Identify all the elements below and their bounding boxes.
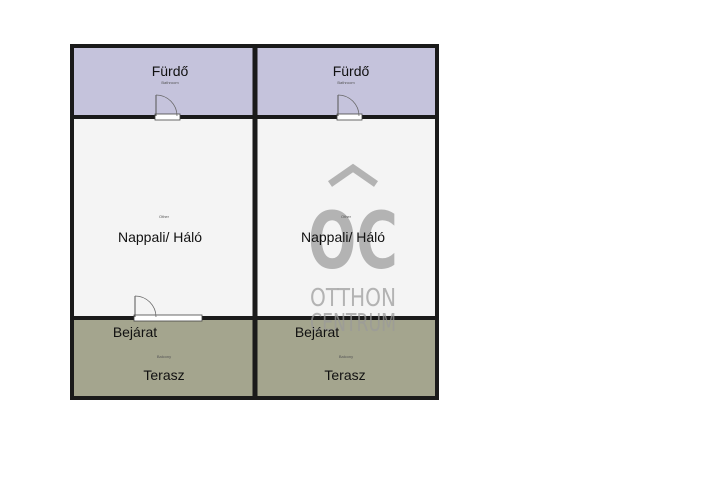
bathroom-tag-left: Bathroom <box>161 80 179 85</box>
otthon-centrum-watermark: OC OTTHON CENTRUM <box>308 163 398 337</box>
terrace-left <box>73 318 255 397</box>
bathroom-door-left <box>154 94 181 121</box>
bathroom-door-right <box>336 94 363 121</box>
living-tag-right: Other <box>341 214 352 219</box>
terrace-label-right: Terasz <box>324 367 365 383</box>
terrace-right <box>255 318 436 397</box>
entrance-door-left <box>133 295 203 322</box>
bathroom-right <box>255 47 436 117</box>
bathroom-label-right: Fürdő <box>333 63 370 79</box>
living-label-left: Nappali/ Háló <box>118 229 202 245</box>
walls <box>70 44 439 400</box>
entrance-label-right: Bejárat <box>295 324 339 340</box>
bathroom-left <box>73 47 255 117</box>
watermark-line-1: OTTHON <box>310 283 396 312</box>
watermark-line-2: CENTRUM <box>310 308 396 337</box>
roof-chevron-icon <box>328 163 378 187</box>
living-room-right <box>255 117 436 318</box>
living-label-right: Nappali/ Háló <box>301 229 385 245</box>
terrace-label-left: Terasz <box>143 367 184 383</box>
terrace-tag-right: Balcony <box>339 354 353 359</box>
watermark-logo-letters: OC <box>308 197 398 287</box>
living-room-left <box>73 117 255 318</box>
bathroom-label-left: Fürdő <box>152 63 189 79</box>
living-tag-left: Other <box>159 214 170 219</box>
entrance-label-left: Bejárat <box>113 324 157 340</box>
bathroom-tag-right: Bathroom <box>337 80 355 85</box>
terrace-tag-left: Balcony <box>157 354 171 359</box>
